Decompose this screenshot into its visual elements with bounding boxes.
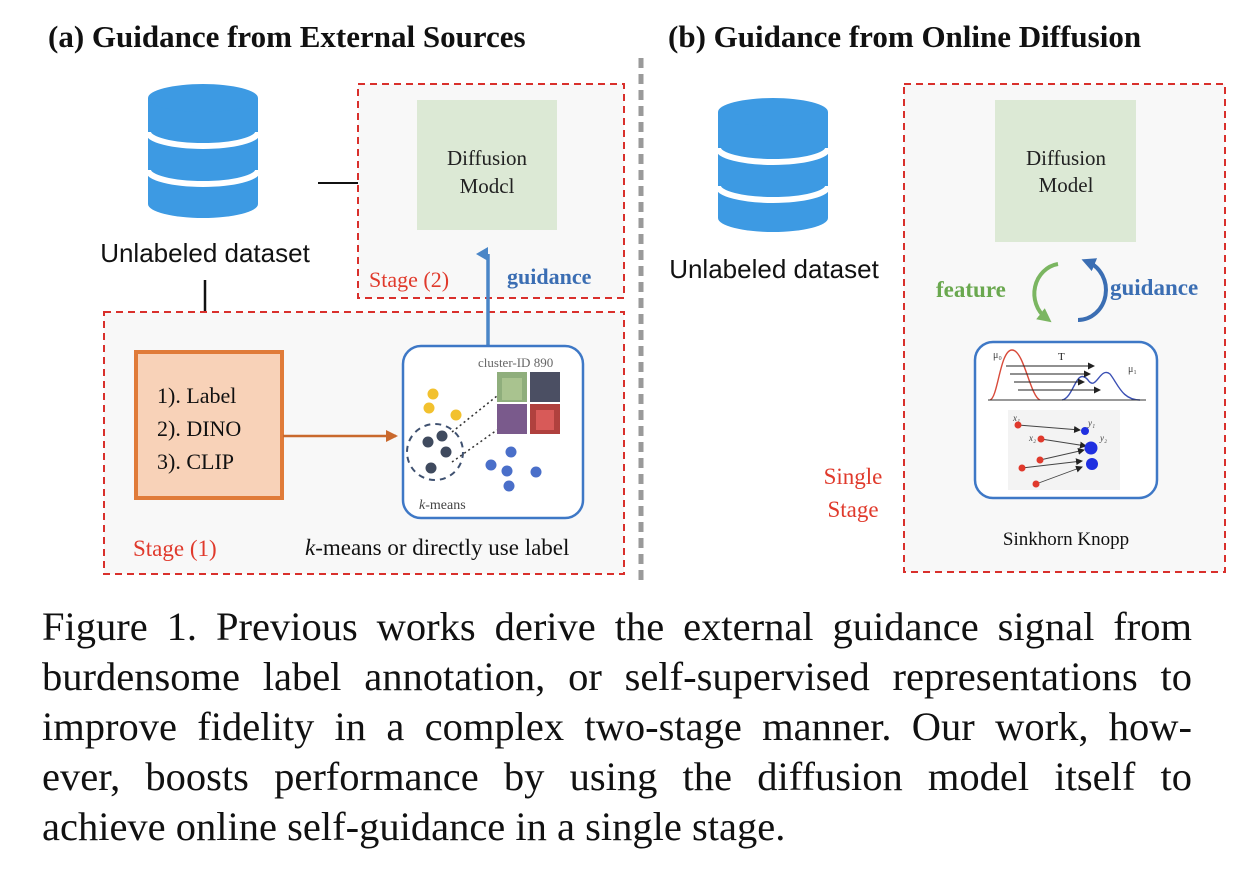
target-point bbox=[1084, 441, 1098, 455]
assignment-plot: x₁ x₂ y₁ y₂ bbox=[1008, 410, 1120, 490]
kmeans-inset-label: k-means bbox=[419, 498, 466, 513]
diffusion-model-line1: Diffusion bbox=[1026, 146, 1107, 170]
yellow-point bbox=[427, 388, 439, 400]
blue-point bbox=[501, 465, 513, 477]
caption-line: achieve online self-guidance in a single… bbox=[42, 804, 786, 849]
source-point bbox=[1032, 480, 1040, 488]
kmeans-scatter bbox=[406, 388, 542, 492]
source-point bbox=[1014, 421, 1022, 429]
cluster-id-label: cluster-ID 890 bbox=[478, 355, 553, 370]
mu1-curve bbox=[1061, 371, 1141, 401]
caption-line: ever, boosts performance by using the di… bbox=[42, 754, 1192, 799]
guidance-label: guidance bbox=[1110, 275, 1198, 300]
x1-label: x₁ bbox=[1012, 413, 1020, 423]
kmeans-caption-rest: -means or directly use label bbox=[315, 535, 569, 560]
caption-line: burdensome label annotation, or self-sup… bbox=[42, 654, 1192, 699]
option-dino: 2). DINO bbox=[157, 416, 241, 441]
figure-caption: Figure 1. Previous works derive the exte… bbox=[42, 602, 1192, 852]
cluster-circle bbox=[406, 423, 464, 481]
feature-label: feature bbox=[936, 277, 1006, 302]
dataset-label: Unlabeled dataset bbox=[100, 238, 310, 268]
source-point bbox=[1018, 464, 1026, 472]
blue-point bbox=[503, 480, 515, 492]
y2-label: y₂ bbox=[1099, 433, 1107, 443]
option-clip: 3). CLIP bbox=[157, 449, 234, 474]
dark-point bbox=[436, 430, 448, 442]
caption-line: improve fidelity in a complex two-stage … bbox=[42, 704, 1192, 749]
diffusion-model-box bbox=[995, 100, 1136, 242]
database-icon bbox=[715, 98, 831, 232]
figure-diagram: (a) Guidance from External Sources Unlab… bbox=[48, 19, 1226, 580]
feature-cycle-arrow bbox=[1032, 262, 1059, 323]
option-label: 1). Label bbox=[157, 383, 236, 408]
t-label: T bbox=[1058, 351, 1065, 363]
diffusion-model-box bbox=[417, 100, 557, 230]
database-icon bbox=[145, 84, 261, 218]
panel-a-title: (a) Guidance from External Sources bbox=[48, 19, 526, 54]
yellow-point bbox=[423, 402, 435, 414]
y1-label: y₁ bbox=[1087, 418, 1095, 428]
dataset-label: Unlabeled dataset bbox=[669, 254, 879, 284]
target-point bbox=[1081, 427, 1089, 435]
target-point bbox=[1086, 458, 1098, 470]
kmeans-caption-k: k bbox=[305, 535, 316, 560]
diffusion-model-line2: Model bbox=[1039, 173, 1094, 197]
diffusion-model-line2: Modcl bbox=[460, 174, 515, 198]
mu0-curve bbox=[989, 349, 1041, 401]
kmeans-caption: k-means or directly use label bbox=[305, 535, 569, 560]
dark-point bbox=[425, 462, 437, 474]
yellow-point bbox=[450, 409, 462, 421]
options-box bbox=[134, 350, 284, 500]
caption-line: Figure 1. Previous works derive the exte… bbox=[42, 604, 1192, 649]
cluster-thumbnails bbox=[497, 372, 560, 434]
connector-line bbox=[451, 429, 498, 463]
stage1-label: Stage (1) bbox=[133, 536, 217, 561]
guidance-label: guidance bbox=[507, 264, 592, 289]
source-point bbox=[1036, 456, 1044, 464]
dark-point bbox=[440, 446, 452, 458]
x2-label: x₂ bbox=[1028, 433, 1036, 443]
mu0-label: μ₀ bbox=[993, 350, 1002, 361]
single-stage-label-line1: Single bbox=[824, 464, 883, 489]
dark-point bbox=[422, 436, 434, 448]
blue-point bbox=[505, 446, 517, 458]
mu1-label: μ₁ bbox=[1128, 364, 1137, 375]
guidance-cycle-arrow bbox=[1077, 258, 1108, 322]
blue-point bbox=[485, 459, 497, 471]
transport-plot: μ₀ T μ₁ bbox=[988, 349, 1146, 401]
diffusion-model-line1: Diffusion bbox=[447, 146, 528, 170]
panel-b-title: (b) Guidance from Online Diffusion bbox=[668, 19, 1141, 54]
sinkhorn-label: Sinkhorn Knopp bbox=[1003, 529, 1129, 550]
stage2-label: Stage (2) bbox=[369, 267, 449, 292]
assignment-plot-bg bbox=[1008, 410, 1120, 490]
single-stage-label-line2: Stage bbox=[827, 497, 878, 522]
blue-point bbox=[530, 466, 542, 478]
source-point bbox=[1037, 435, 1045, 443]
